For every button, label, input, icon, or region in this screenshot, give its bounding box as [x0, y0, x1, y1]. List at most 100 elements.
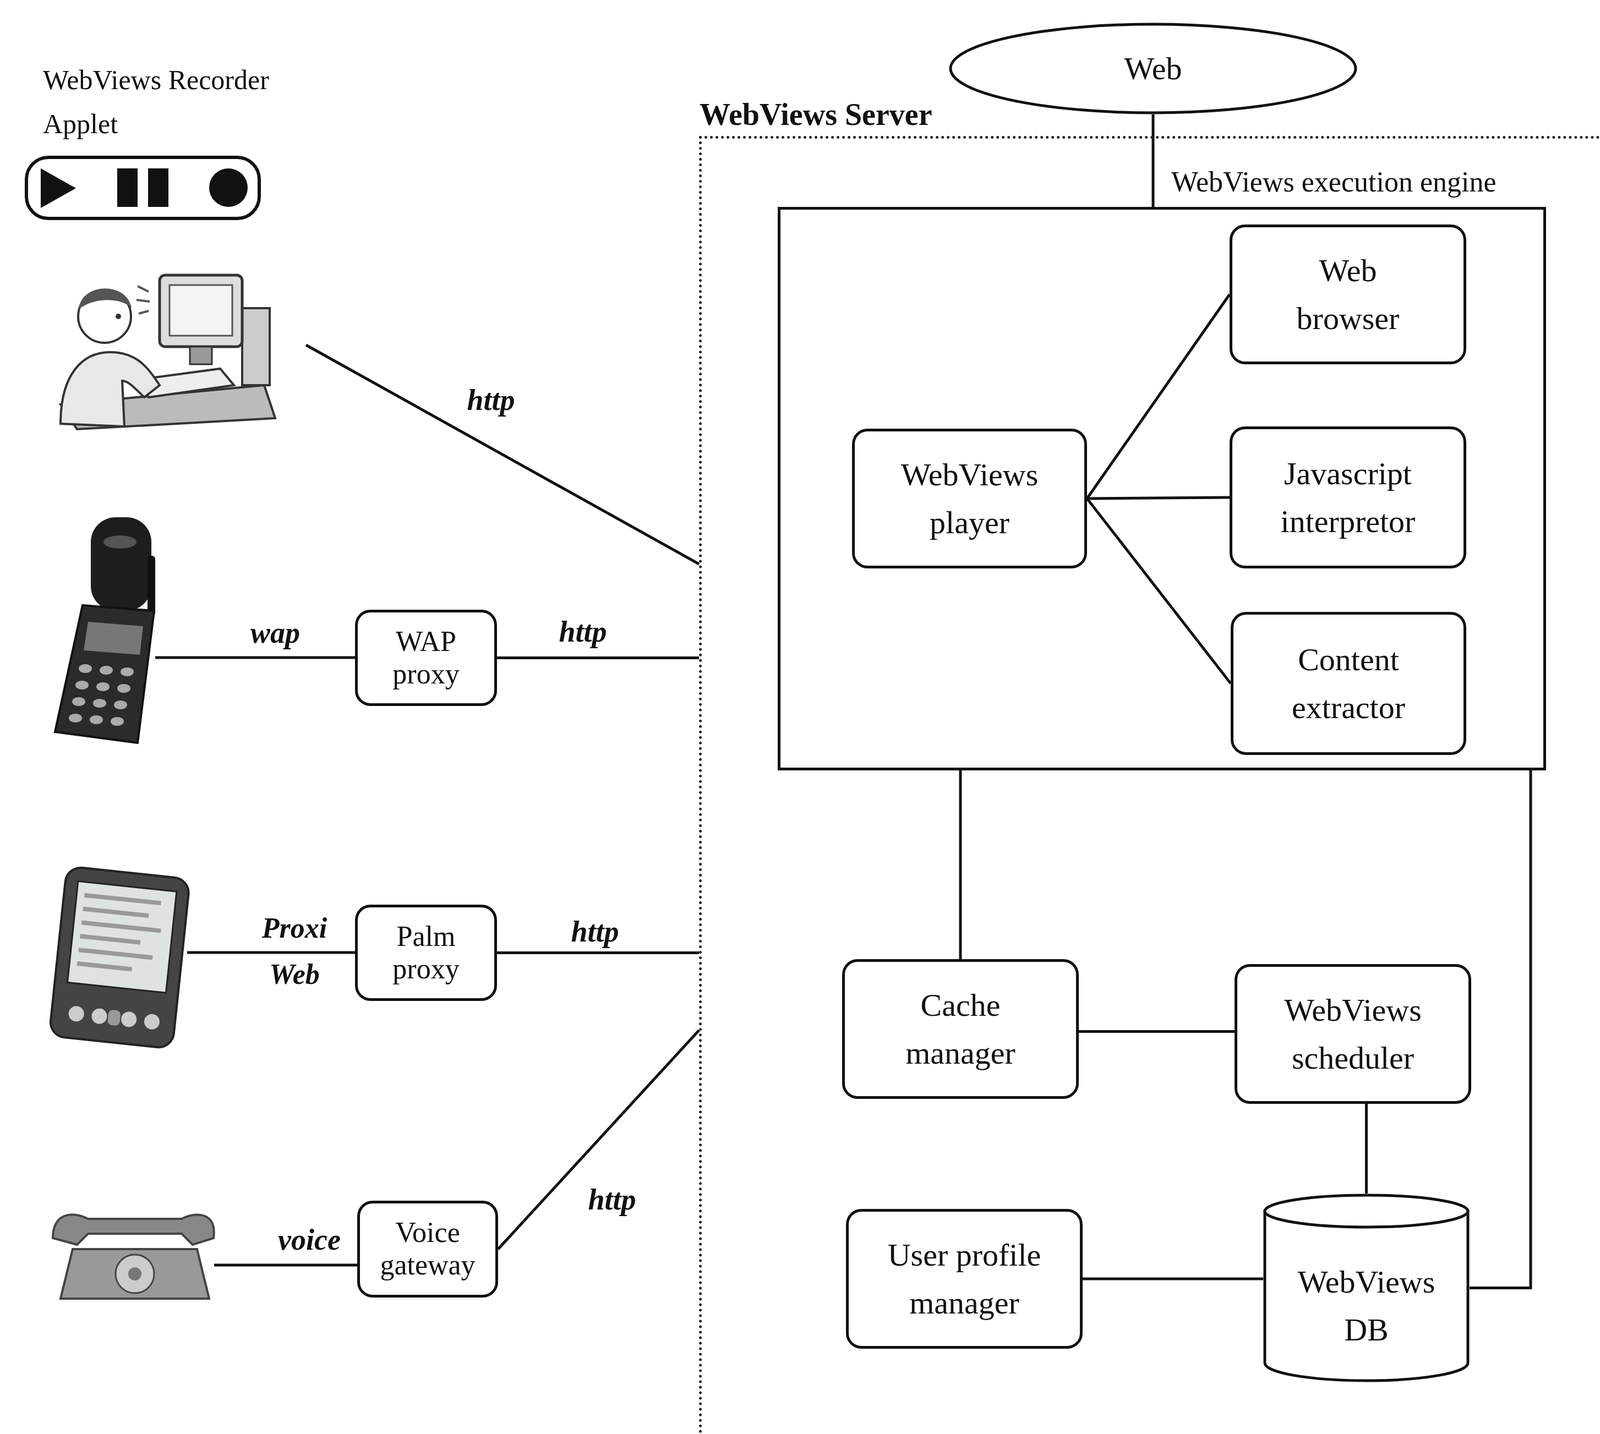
user-computer-icon	[189, 346, 212, 365]
process-box: Javascript interpretor	[1229, 426, 1467, 569]
process-box: Cache manager	[842, 959, 1079, 1100]
palm-pda-icon	[78, 947, 153, 960]
telephone-icon	[52, 1214, 215, 1299]
process-box: WebViews scheduler	[1234, 964, 1472, 1105]
connector	[1364, 1104, 1368, 1194]
keypad	[89, 715, 103, 725]
keypad	[75, 680, 89, 690]
connector	[1078, 1030, 1235, 1034]
keypad	[120, 667, 134, 677]
connector	[1082, 1278, 1264, 1281]
process-box: Content extractor	[1230, 612, 1467, 756]
recorder-controls	[40, 168, 76, 209]
mobile-phone-icon	[147, 555, 156, 617]
connector	[1087, 497, 1230, 499]
keypad	[96, 682, 110, 692]
connector	[1087, 294, 1230, 499]
applet-caption: WebViews Recorder Applet	[42, 57, 330, 146]
proxy-box: Palm proxy	[355, 904, 498, 1002]
palm-pda-icon	[67, 1005, 85, 1023]
process-box: Web browser	[1229, 224, 1467, 365]
cylinder-body	[1264, 1211, 1468, 1381]
connector	[498, 1030, 700, 1250]
telephone-icon	[115, 1254, 155, 1294]
access-wires	[187, 951, 358, 955]
user-computer-icon	[115, 313, 122, 320]
connector	[497, 656, 700, 660]
palm-pda-icon	[77, 961, 133, 972]
database-cylinder: WebViews DB	[1263, 1193, 1470, 1383]
node-label: WAP proxy	[392, 625, 460, 691]
connector	[1151, 114, 1155, 207]
palm-pda-icon	[67, 881, 177, 993]
server-region: WebViews player Web browserJavascript int…	[699, 135, 1600, 1434]
access-wires	[214, 1264, 360, 1268]
palm-pda-icon	[81, 920, 162, 933]
access-wires	[155, 656, 358, 660]
keypad	[72, 697, 86, 707]
node-label: Web	[1124, 44, 1183, 93]
link-label: wap	[246, 615, 305, 651]
keypad	[110, 717, 124, 726]
node-label: Javascript interpretor	[1280, 449, 1416, 546]
node-label: Voice gateway	[379, 1216, 475, 1282]
mobile-phone-icon	[55, 605, 155, 744]
link-label: http	[462, 383, 520, 418]
node-label: WebViews DB	[1297, 1258, 1436, 1354]
node-label: Web browser	[1296, 246, 1400, 343]
node-label: Content extractor	[1291, 635, 1406, 732]
link-label: voice	[273, 1222, 346, 1258]
keypad	[68, 713, 83, 723]
process-box: WebViews player	[852, 428, 1088, 569]
user-computer-icon	[159, 275, 243, 347]
connector	[1087, 498, 1231, 684]
web-ellipse: Web	[948, 22, 1358, 115]
user-computer-icon	[60, 352, 160, 427]
edge-label: http	[583, 1182, 641, 1217]
edge-label: http	[566, 914, 624, 949]
keypad	[68, 664, 134, 726]
palm-pda-icon	[120, 1011, 138, 1029]
recorder-controls	[117, 168, 138, 207]
proxy-box: WAP proxy	[355, 609, 498, 707]
node-label: Cache manager	[905, 981, 1016, 1078]
telephone-icon	[60, 1249, 210, 1299]
node-label: WebViews player	[900, 450, 1039, 547]
user-computer-icon	[60, 275, 276, 430]
recorder-controls	[26, 157, 260, 219]
palm-pda-icon	[79, 934, 141, 945]
cylinder-top	[1264, 1195, 1468, 1228]
palm-pda-icon	[107, 1009, 122, 1027]
palm-pda-icon	[48, 866, 190, 1050]
keypad	[99, 665, 113, 675]
palm-pda-icon	[143, 1013, 161, 1031]
connector	[959, 770, 963, 960]
gateway-box: Voice gateway	[357, 1200, 499, 1298]
node-label: WebViews scheduler	[1284, 986, 1422, 1083]
access-wires	[306, 345, 700, 565]
telephone-icon	[128, 1267, 142, 1281]
user-computer-icon	[78, 288, 132, 310]
edge-label: http	[554, 614, 611, 649]
telephone-icon	[52, 1214, 215, 1245]
palm-pda-icon	[84, 893, 162, 906]
connector	[497, 951, 700, 955]
palm-pda-icon	[82, 907, 149, 919]
keypad	[113, 700, 128, 710]
group-heading: WebViews execution engine	[1171, 165, 1496, 199]
mobile-phone-icon	[103, 535, 137, 549]
palm-pda-icon	[90, 1007, 108, 1025]
keypad	[78, 664, 92, 674]
connector	[1469, 770, 1531, 1289]
engine-box: WebViews player Web browserJavascript int…	[777, 206, 1547, 771]
keypad	[117, 684, 131, 693]
mobile-phone-icon	[83, 621, 144, 655]
keypad	[93, 699, 107, 708]
process-box: User profile manager	[845, 1209, 1083, 1350]
recorder-controls	[148, 168, 169, 207]
group-heading: WebViews Server	[699, 96, 933, 133]
node-label: Palm proxy	[392, 920, 460, 986]
